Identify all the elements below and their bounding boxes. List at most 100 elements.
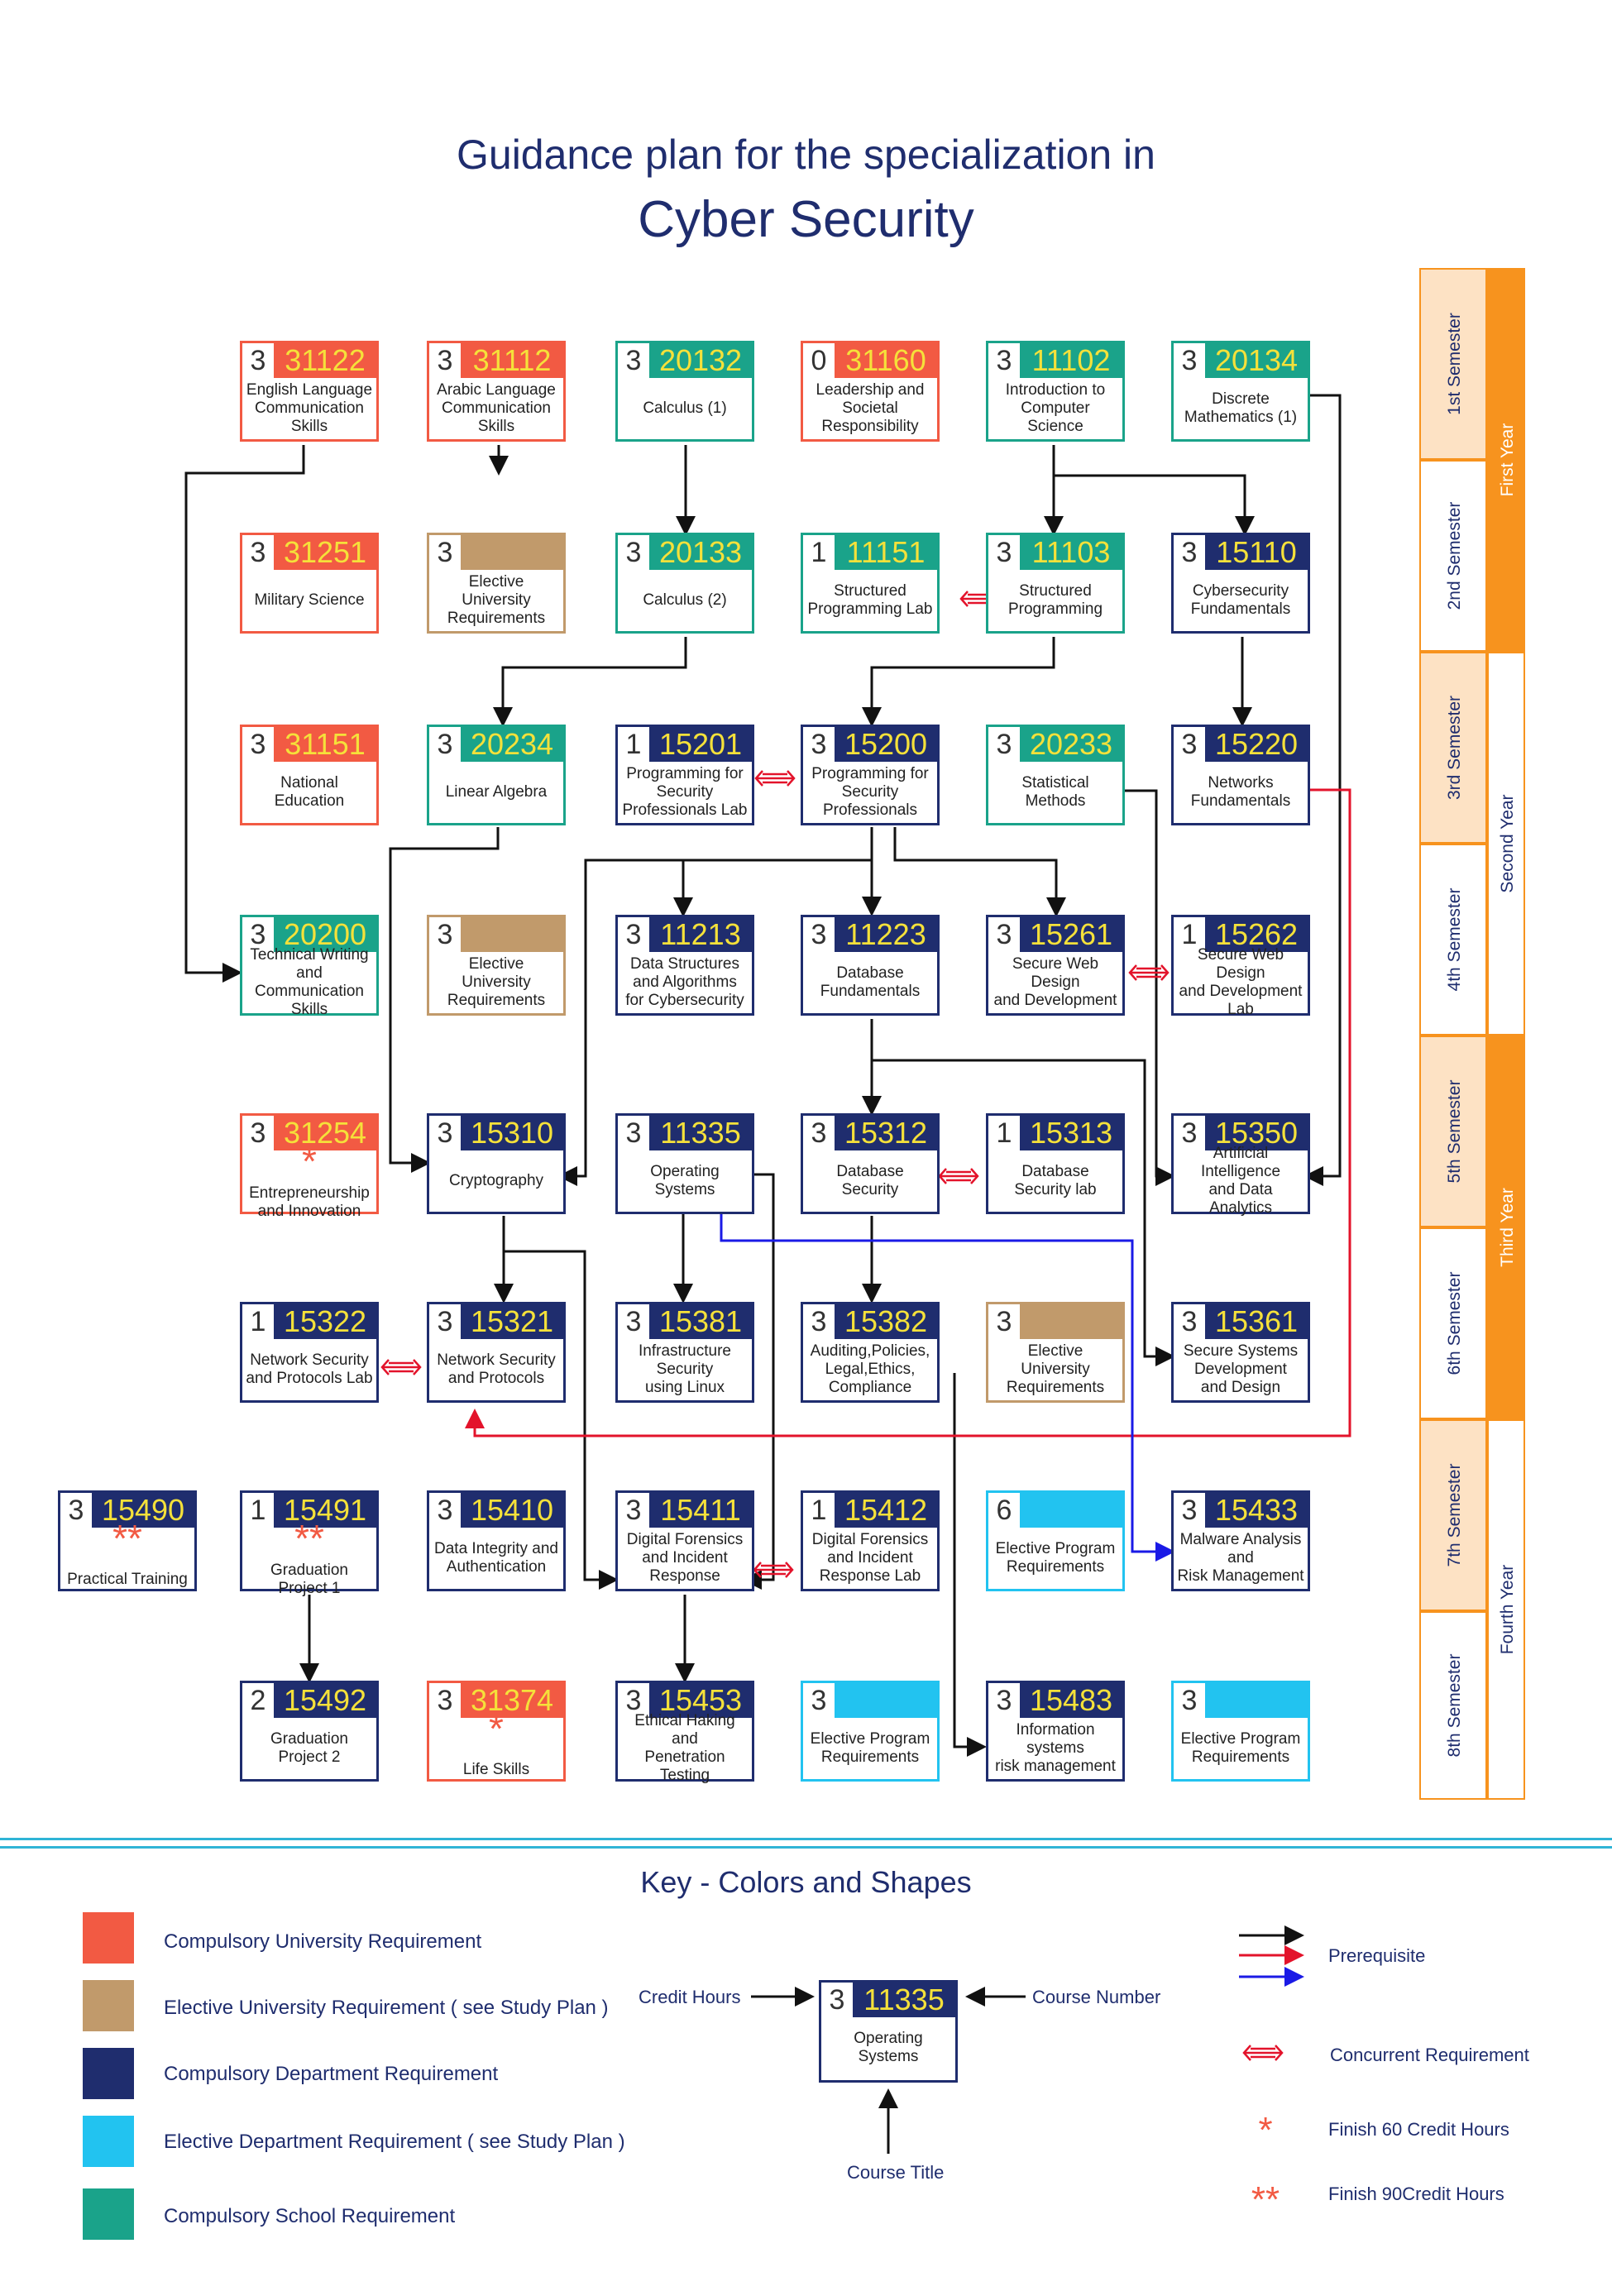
course-number: 20233	[1020, 727, 1122, 762]
course-title: Digital Forensics and Incident Response …	[811, 1531, 929, 1585]
course-title: Statistical Methods	[1021, 774, 1089, 810]
course-number: 20200	[274, 917, 376, 952]
course-number: 15361	[1205, 1304, 1308, 1339]
course-title: Elective Program Requirements	[810, 1730, 930, 1766]
semester-8: 8th Semester	[1419, 1611, 1487, 1800]
course-number: 31151	[274, 727, 376, 762]
credit-hours: 3	[1174, 343, 1205, 378]
course-number: 15411	[649, 1493, 752, 1528]
course-title: Military Science	[254, 591, 365, 609]
star-double-icon: **	[1251, 2179, 1280, 2220]
prereq-arrow	[1303, 394, 1342, 1186]
credit-hours: 1	[988, 1116, 1020, 1150]
course-title: Network Security and Protocols	[437, 1351, 556, 1387]
course-number: 31160	[835, 343, 937, 378]
year-2: Second Year	[1487, 652, 1525, 1036]
concurrent-label: Concurrent Requirement	[1330, 2045, 1529, 2065]
course-title: Network Security and Protocols Lab	[246, 1351, 373, 1387]
course-number	[461, 535, 563, 570]
course-number: 15483	[1020, 1683, 1122, 1718]
course-title: Calculus (1)	[643, 399, 727, 417]
credit-hours: 3	[242, 343, 274, 378]
key-label-eu: Elective University Requirement ( see St…	[164, 1997, 609, 2019]
course-title: Introduction to Computer Science	[1005, 381, 1106, 435]
course-number	[461, 917, 563, 952]
divider	[0, 1846, 1612, 1849]
key-label-cs: Compulsory School Requirement	[164, 2205, 456, 2227]
semester-4: 4th Semester	[1419, 844, 1487, 1036]
credit-hours: 2	[242, 1683, 274, 1718]
semester-7: 7th Semester	[1419, 1419, 1487, 1611]
credit-hours: 3	[1174, 727, 1205, 762]
credit-hours: 3	[1174, 1304, 1205, 1339]
course-number: 15382	[835, 1304, 937, 1339]
credit-hours: 1	[803, 535, 835, 570]
credit-hours: 3	[429, 917, 461, 952]
course-title: Elective Program Requirements	[995, 1540, 1116, 1576]
course-number: 11102	[1020, 343, 1122, 378]
credit-hours: 3	[429, 1304, 461, 1339]
course-number: 15312	[835, 1116, 937, 1150]
swatch-cd	[83, 2048, 134, 2099]
course-number: 15262	[1205, 917, 1308, 952]
credit-hours: 3	[1174, 1116, 1205, 1150]
credit-hours: 3	[803, 1304, 835, 1339]
key-label-ed: Elective Department Requirement ( see St…	[164, 2131, 625, 2153]
course-title: Elective University Requirements	[447, 955, 546, 1009]
course-title: Database Security	[836, 1163, 904, 1198]
credit-hours: 3	[60, 1493, 92, 1528]
prereq-arrow-red	[465, 788, 1351, 1437]
swatch-eu	[83, 1980, 134, 2031]
course-title: Malware Analysis and Risk Management	[1177, 1531, 1304, 1585]
credit-hours: 6	[988, 1493, 1020, 1528]
prerequisite-label: Prerequisite	[1328, 1945, 1426, 1966]
course-number: 15110	[1205, 535, 1308, 570]
course-number	[835, 1683, 937, 1718]
concurrent-arrow	[1128, 964, 1170, 981]
year-3: Third Year	[1487, 1036, 1525, 1419]
course-title: Digital Forensics and Incident Response	[626, 1531, 744, 1585]
course-number: 15201	[649, 727, 752, 762]
course-title: Linear Algebra	[445, 783, 548, 801]
credit-hours: 3	[618, 1683, 649, 1718]
credit-hours: 3	[429, 1683, 461, 1718]
credit-hours: 3	[988, 343, 1020, 378]
semester-2: 2nd Semester	[1419, 460, 1487, 652]
course-number: 15492	[274, 1683, 376, 1718]
course-number: 15220	[1205, 727, 1308, 762]
credit-hours: 3	[988, 917, 1020, 952]
page-subtitle: Cyber Security	[638, 191, 974, 248]
course-title: Elective University Requirements	[447, 573, 546, 627]
course-title: Auditing,Policies, Legal,Ethics, Complia…	[810, 1342, 930, 1396]
course-number: 11335	[649, 1116, 752, 1150]
semester-1: 1st Semester	[1419, 268, 1487, 460]
prereq-arrow	[493, 637, 687, 727]
course-title: Networks Fundamentals	[1190, 774, 1291, 810]
course-number	[1020, 1304, 1122, 1339]
course-title: Secure Web Design and Development Lab	[1179, 946, 1303, 1018]
course-title-label: Course Title	[847, 2162, 945, 2183]
course-number: 31374	[461, 1683, 563, 1718]
credit-hours: 3	[988, 535, 1020, 570]
concurrent-arrow	[938, 1168, 979, 1184]
credit-hours: 3	[429, 343, 461, 378]
course-number: 11151	[835, 535, 937, 570]
course-number: 15410	[461, 1493, 563, 1528]
